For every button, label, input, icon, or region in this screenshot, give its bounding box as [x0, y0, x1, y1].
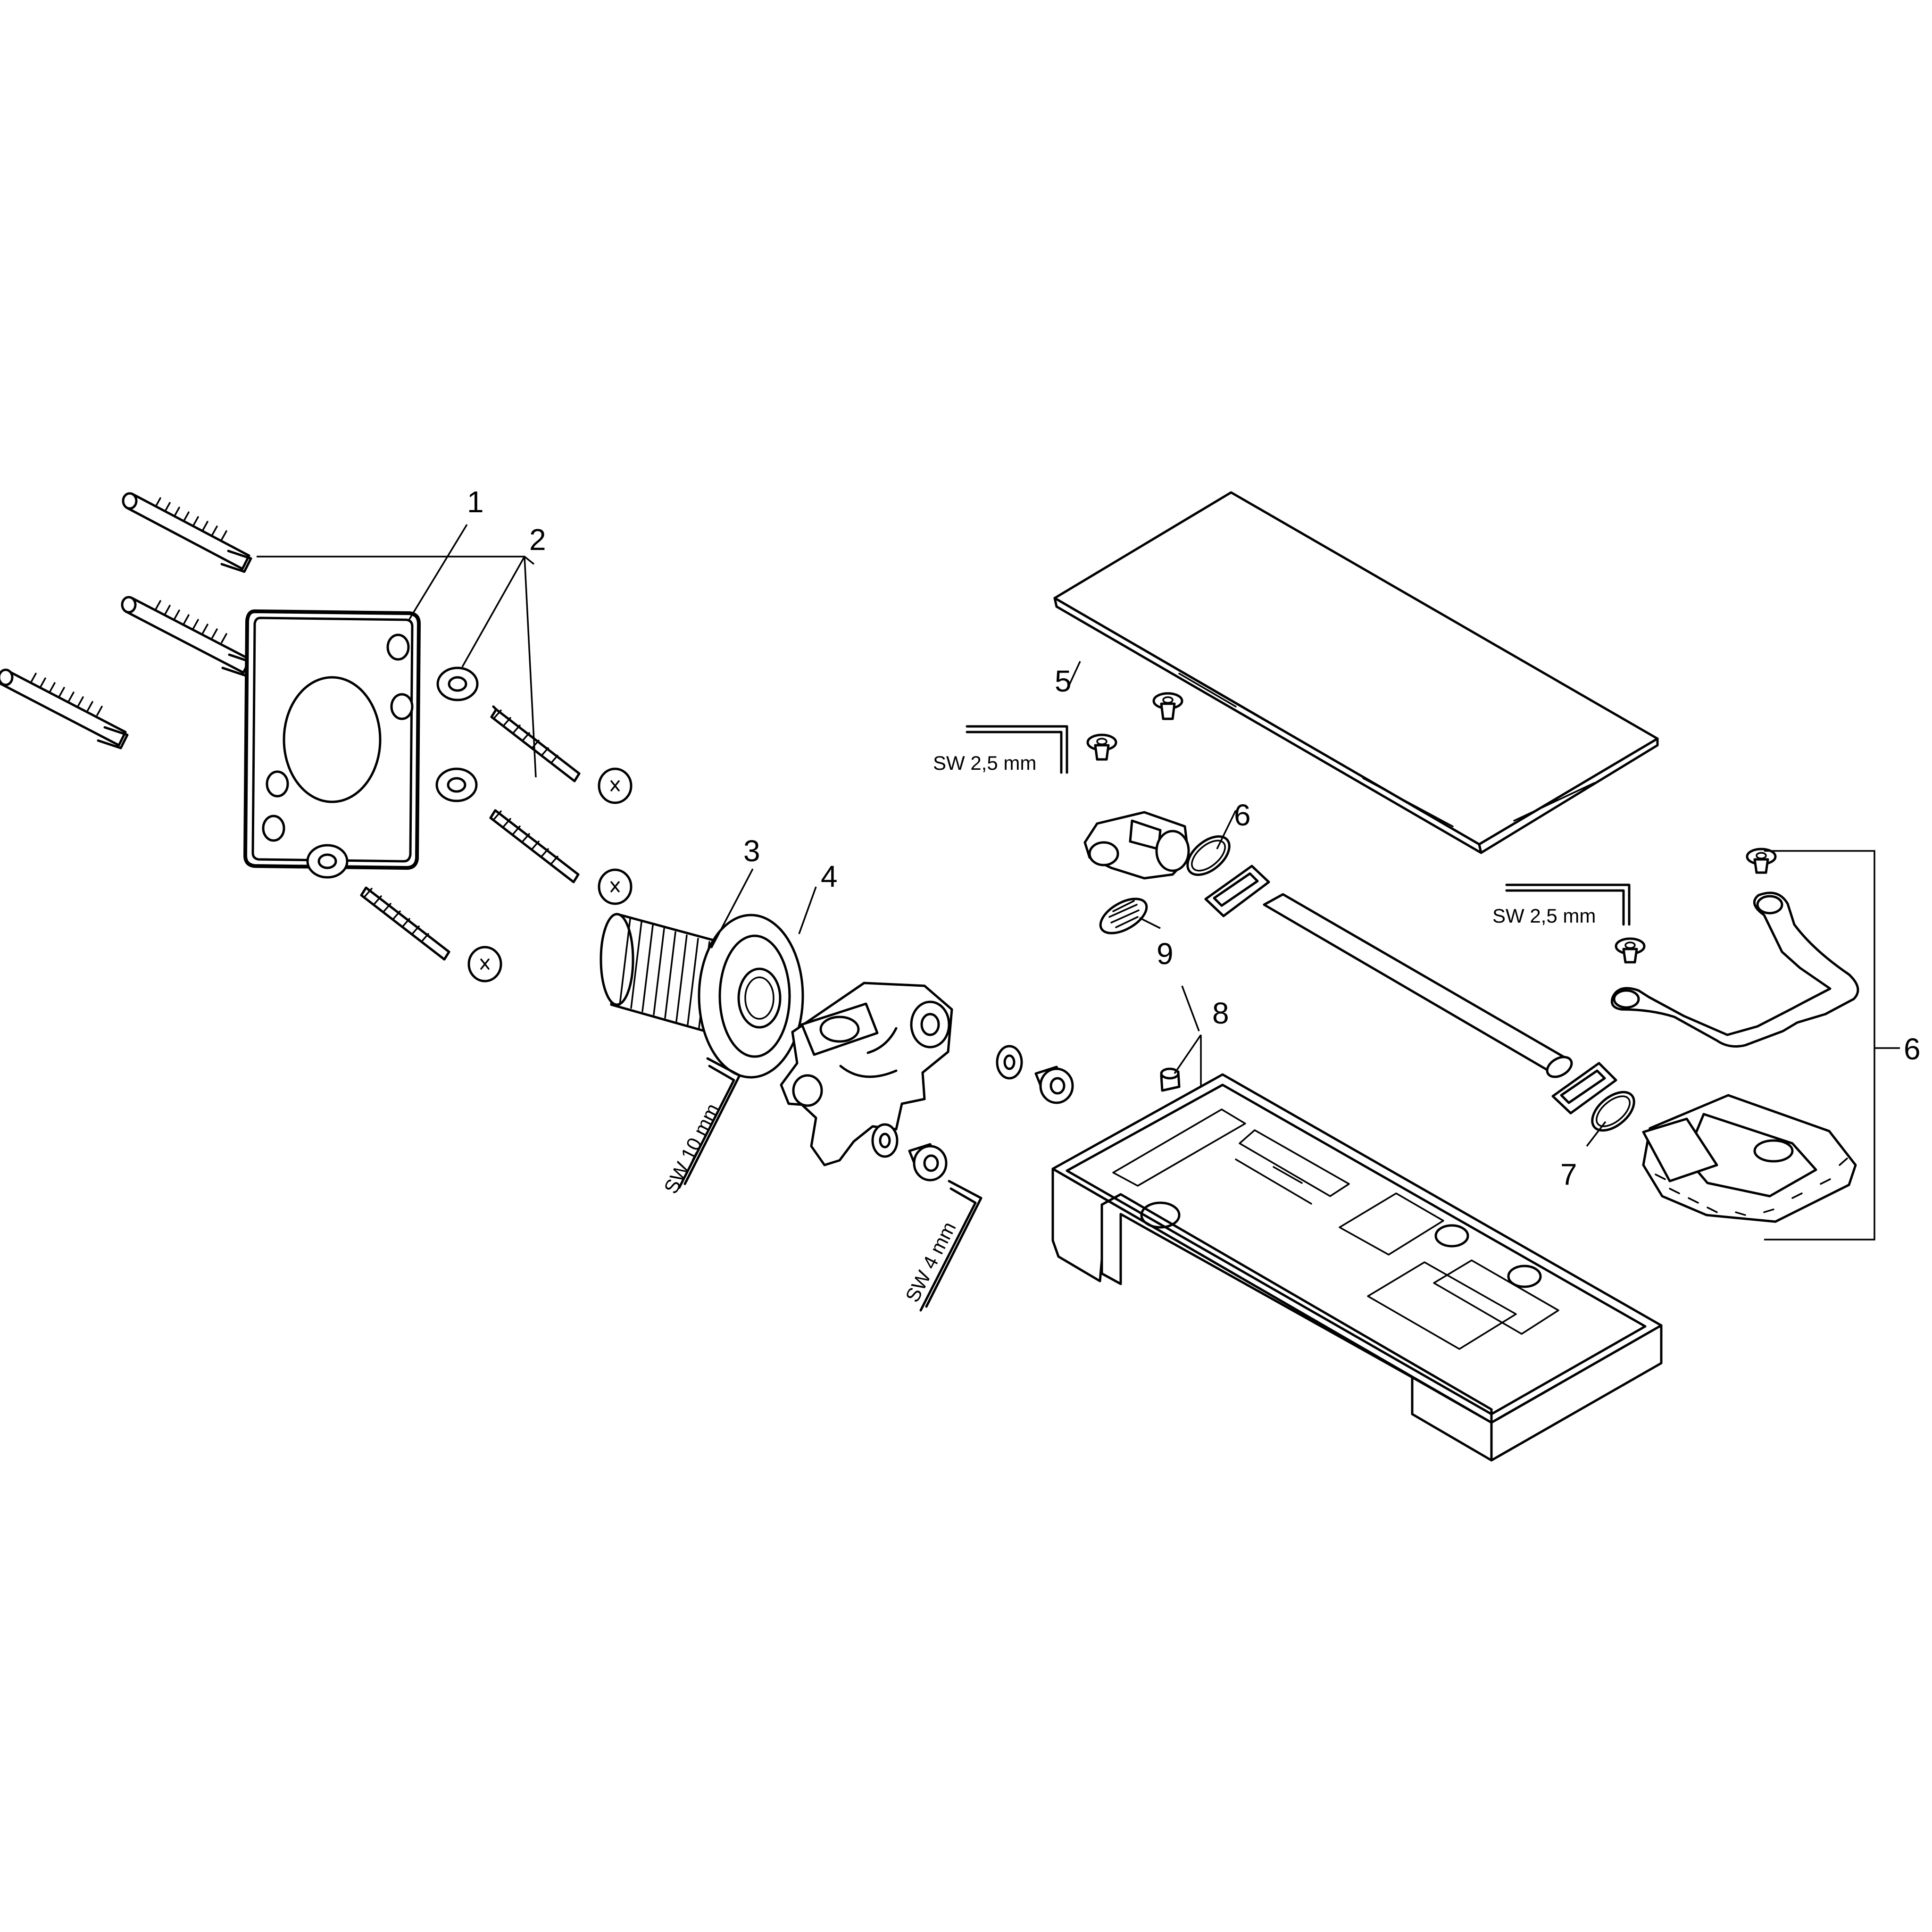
o-ring-top — [1186, 835, 1231, 876]
callout-5: 5 — [1055, 664, 1072, 698]
callout-9: 9 — [1157, 937, 1174, 971]
screw-2 — [489, 809, 633, 905]
washer-small-2 — [871, 1123, 899, 1158]
washer-small-1 — [996, 1045, 1023, 1080]
callout-4: 4 — [821, 859, 838, 893]
wall-plate — [243, 609, 421, 870]
cover-plate — [1053, 491, 1659, 854]
washer-2 — [435, 767, 478, 802]
tool-label-sw25-top: SW 2,5 mm — [933, 752, 1036, 774]
mounting-bracket — [1610, 891, 1859, 1048]
allen-key-2-5mm-top-icon: SW 2,5 mm — [933, 725, 1068, 774]
screw-3 — [360, 886, 502, 983]
leader-lines-right — [1068, 661, 1900, 1241]
o-ring-lower — [1591, 1091, 1635, 1132]
tool-label-sw10: SW 10 mm — [659, 1100, 724, 1197]
leader-lines-left — [257, 524, 817, 949]
clip-top — [1204, 865, 1270, 917]
allen-key-2-5mm-right-icon: SW 2,5 mm — [1492, 883, 1631, 927]
callout-8: 8 — [1212, 996, 1229, 1030]
callout-6-right: 6 — [1904, 1032, 1921, 1066]
callout-3: 3 — [743, 834, 760, 868]
tool-label-sw25-right: SW 2,5 mm — [1492, 905, 1596, 927]
clip-lower — [1551, 1062, 1617, 1115]
callout-labels: 1 2 3 4 5 6 6 7 8 9 — [467, 485, 1921, 1191]
callout-2: 2 — [529, 523, 546, 557]
bracket-screw-2 — [1615, 937, 1646, 964]
hex-bolt-2 — [908, 1143, 948, 1182]
washer-3 — [306, 844, 349, 879]
callout-7: 7 — [1560, 1158, 1577, 1191]
washer-1 — [436, 666, 479, 701]
wall-anchor-3 — [0, 668, 129, 749]
cover-screw-2 — [1086, 733, 1117, 761]
allen-key-10mm-icon: SW 10 mm — [659, 1057, 741, 1197]
callout-1: 1 — [467, 485, 484, 519]
valve-body — [780, 982, 953, 1166]
wall-anchor-2 — [121, 596, 253, 677]
bracket-screw-1 — [1746, 848, 1777, 874]
spout-housing — [1051, 1073, 1663, 1462]
mixing-body — [1642, 1094, 1857, 1223]
connector-flange — [698, 914, 804, 1079]
aerator-housing — [1083, 811, 1190, 880]
allen-key-4mm-icon: SW 4 mm — [901, 1180, 983, 1312]
aerator-screen — [1099, 898, 1148, 934]
screw-1 — [490, 705, 633, 804]
hex-bolt-1 — [1034, 1066, 1074, 1104]
outlet-tube — [1263, 893, 1573, 1078]
wall-anchor-1 — [122, 492, 252, 573]
cover-screw-1 — [1152, 692, 1183, 720]
callout-6-top: 6 — [1234, 798, 1251, 832]
flow-insert — [1160, 1067, 1181, 1092]
